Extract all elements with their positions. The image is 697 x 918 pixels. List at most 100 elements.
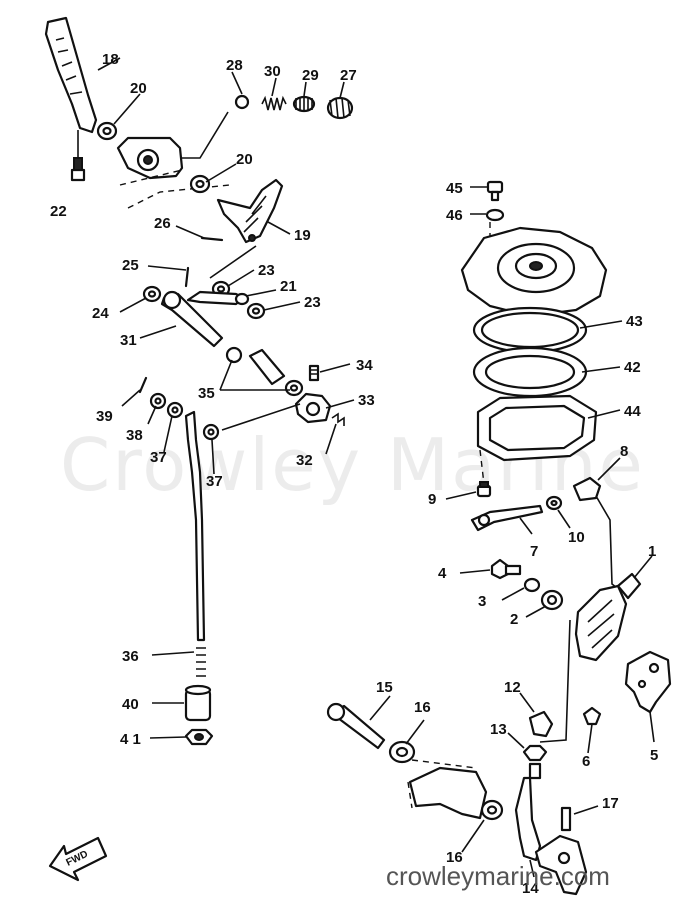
part-33-block[interactable] — [294, 392, 332, 424]
part-44-gasket[interactable] — [476, 394, 598, 462]
part-26-pin[interactable] — [200, 236, 224, 242]
part-8-fitting[interactable] — [572, 476, 602, 502]
part-12-clip[interactable] — [528, 710, 554, 738]
callout-45[interactable]: 45 — [446, 180, 463, 197]
part-2-bushing[interactable] — [540, 589, 564, 611]
part-cover[interactable] — [460, 226, 608, 318]
part-6-bolt[interactable] — [582, 706, 602, 726]
part-21-rod[interactable] — [186, 290, 250, 306]
callout-39[interactable]: 39 — [96, 408, 113, 425]
part-42-diaphragm[interactable] — [472, 346, 588, 398]
callout-29[interactable]: 29 — [302, 67, 319, 84]
callout-41[interactable]: 4 1 — [120, 731, 141, 748]
callout-25[interactable]: 25 — [122, 257, 139, 274]
part-23-washer-b[interactable] — [246, 302, 266, 320]
part-7-link[interactable] — [470, 504, 544, 532]
callout-7[interactable]: 7 — [530, 543, 538, 560]
part-43-gasket[interactable] — [472, 306, 588, 354]
part-30-spring[interactable] — [261, 95, 287, 111]
callout-28[interactable]: 28 — [226, 57, 243, 74]
part-28-ball[interactable] — [234, 94, 250, 110]
callout-2[interactable]: 2 — [510, 611, 518, 628]
part-5-bracket[interactable] — [624, 650, 672, 714]
callout-38[interactable]: 38 — [126, 427, 143, 444]
callout-15[interactable]: 15 — [376, 679, 393, 696]
callout-18[interactable]: 18 — [102, 51, 119, 68]
part-40-nut[interactable] — [184, 684, 212, 722]
callout-34[interactable]: 34 — [356, 357, 373, 374]
part-1-cam[interactable] — [574, 572, 642, 662]
part-16-bushing-b[interactable] — [480, 799, 504, 821]
callout-40[interactable]: 40 — [122, 696, 139, 713]
part-41-nut[interactable] — [184, 728, 214, 746]
callout-43[interactable]: 43 — [626, 313, 643, 330]
part-20-washer-b[interactable] — [189, 174, 211, 194]
callout-37a[interactable]: 37 — [150, 449, 167, 466]
callout-9[interactable]: 9 — [428, 491, 436, 508]
callout-46[interactable]: 46 — [446, 207, 463, 224]
part-16-bushing-a[interactable] — [388, 740, 416, 764]
part-17-pin[interactable] — [560, 806, 572, 832]
part-15-pin[interactable] — [326, 702, 386, 750]
callout-42[interactable]: 42 — [624, 359, 641, 376]
callout-14[interactable]: 14 — [522, 880, 539, 897]
callout-23b[interactable]: 23 — [304, 294, 321, 311]
part-32-spring[interactable] — [331, 412, 345, 426]
callout-26[interactable]: 26 — [154, 215, 171, 232]
part-27-spring[interactable] — [326, 96, 354, 120]
part-25-cotter-pin[interactable] — [184, 266, 190, 288]
callout-22[interactable]: 22 — [50, 203, 67, 220]
part-34-screw[interactable] — [308, 364, 320, 382]
part-29-spring[interactable] — [292, 95, 316, 113]
callout-24[interactable]: 24 — [92, 305, 109, 322]
callout-44[interactable]: 44 — [624, 403, 641, 420]
part-39-pin[interactable] — [138, 376, 148, 394]
part-31-shaft[interactable] — [160, 290, 224, 348]
callout-27[interactable]: 27 — [340, 67, 357, 84]
callout-17[interactable]: 17 — [602, 795, 619, 812]
part-18-lever[interactable] — [44, 16, 98, 134]
part-20-washer-a[interactable] — [96, 121, 118, 141]
part-35-sleeve[interactable] — [225, 346, 304, 397]
callout-8[interactable]: 8 — [620, 443, 628, 460]
callout-20b[interactable]: 20 — [236, 151, 253, 168]
callout-37b[interactable]: 37 — [206, 473, 223, 490]
part-14-lever[interactable] — [514, 776, 588, 896]
callout-20a[interactable]: 20 — [130, 80, 147, 97]
part-19-arm[interactable] — [216, 178, 284, 244]
callout-5[interactable]: 5 — [650, 747, 658, 764]
callout-3[interactable]: 3 — [478, 593, 486, 610]
callout-21[interactable]: 21 — [280, 278, 297, 295]
callout-32[interactable]: 32 — [296, 452, 313, 469]
part-37-washer-a[interactable] — [166, 401, 184, 419]
callout-12[interactable]: 12 — [504, 679, 521, 696]
callout-19[interactable]: 19 — [294, 227, 311, 244]
part-36-rod[interactable] — [184, 410, 206, 677]
part-13-nut[interactable] — [522, 744, 548, 780]
callout-30[interactable]: 30 — [264, 63, 281, 80]
callout-4[interactable]: 4 — [438, 565, 447, 582]
callout-10[interactable]: 10 — [568, 529, 585, 546]
part-22-bolt[interactable] — [70, 157, 86, 182]
part-37-washer-b[interactable] — [202, 423, 220, 441]
callout-35[interactable]: 35 — [198, 385, 215, 402]
callout-36[interactable]: 36 — [122, 648, 139, 665]
callout-23a[interactable]: 23 — [258, 262, 275, 279]
callout-6[interactable]: 6 — [582, 753, 590, 770]
part-10-washer[interactable] — [545, 495, 563, 511]
callout-1[interactable]: 1 — [648, 543, 656, 560]
callout-31[interactable]: 31 — [120, 332, 137, 349]
part-24-washer[interactable] — [142, 285, 162, 303]
callout-33[interactable]: 33 — [358, 392, 375, 409]
part-9-bolt[interactable] — [476, 481, 492, 498]
part-45-screw[interactable] — [486, 180, 504, 202]
bracket-body — [116, 136, 184, 180]
part-38-washer[interactable] — [149, 392, 167, 410]
part-4-bolt[interactable] — [490, 558, 522, 580]
callout-13[interactable]: 13 — [490, 721, 507, 738]
part-46-washer[interactable] — [485, 208, 505, 222]
part-3-washer[interactable] — [523, 577, 541, 593]
callout-16b[interactable]: 16 — [446, 849, 463, 866]
callout-16a[interactable]: 16 — [414, 699, 431, 716]
